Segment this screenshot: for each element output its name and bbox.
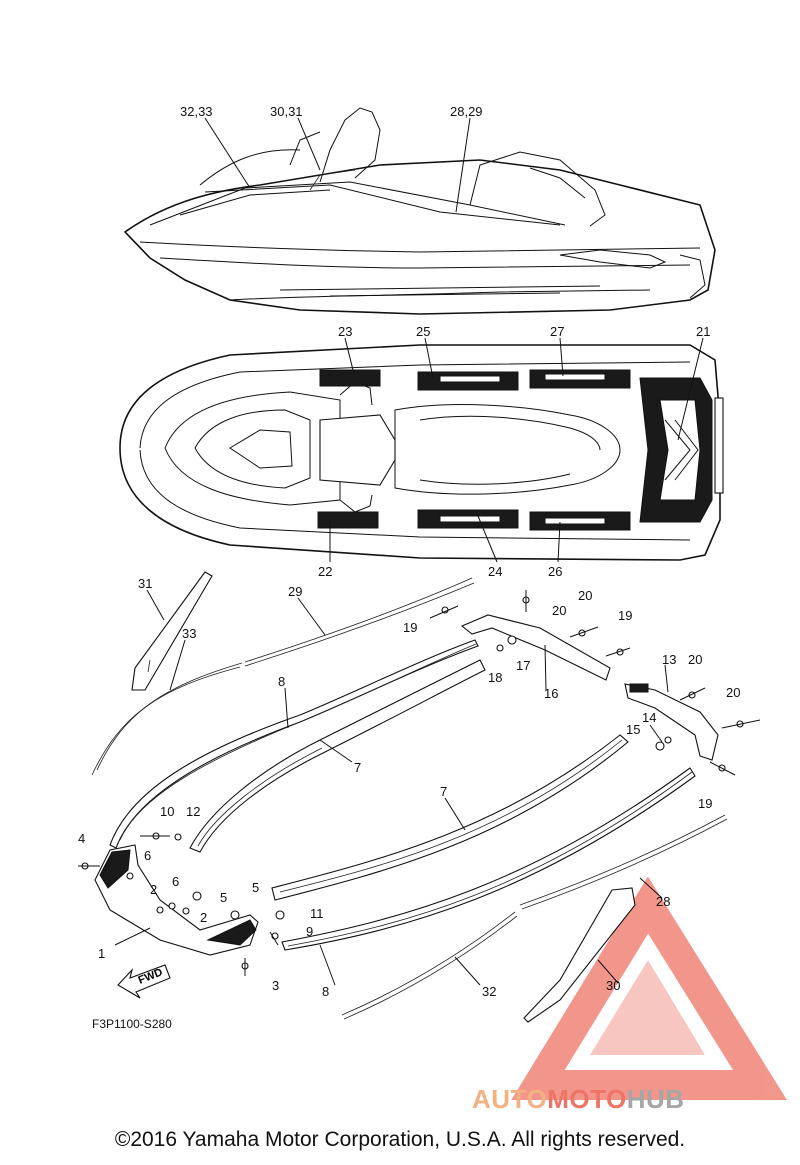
callout-6-b: 6 [172,874,179,889]
callout-20-b: 20 [578,588,592,603]
watermark-text: AUTOMOTOHUB [472,1084,685,1115]
callout-25: 25 [416,324,430,339]
callout-15: 15 [626,722,640,737]
callout-14: 14 [642,710,656,725]
callout-20-a: 20 [552,603,566,618]
callout-27: 27 [550,324,564,339]
callout-7-b: 7 [440,784,447,799]
callout-12: 12 [186,804,200,819]
watermark-auto: AUTO [472,1084,548,1114]
callout-31: 31 [138,576,152,591]
callout-5-a: 5 [220,890,227,905]
watermark-logo [511,876,787,1100]
callout-22: 22 [318,564,332,579]
callout-32-33: 32,33 [180,104,213,119]
callout-13: 13 [662,652,676,667]
callout-2-b: 2 [200,910,207,925]
callout-8-b: 8 [322,984,329,999]
callout-5-b: 5 [252,880,259,895]
callout-10: 10 [160,804,174,819]
drawing-code: F3P1100-S280 [92,1017,172,1031]
side-view-watercraft [123,107,716,315]
callout-20-d: 20 [688,652,702,667]
watermark-hub: HUB [626,1084,685,1114]
callout-23: 23 [338,324,352,339]
callout-28: 28 [656,894,670,909]
callout-17: 17 [516,658,530,673]
callout-33: 33 [182,626,196,641]
callout-2-a: 2 [150,882,157,897]
callout-19-a: 19 [403,620,417,635]
callout-16: 16 [544,686,558,701]
callout-26: 26 [548,564,562,579]
callout-3: 3 [272,978,279,993]
top-view-watercraft [119,344,724,561]
exploded-parts [78,571,761,1023]
callout-19-b: 19 [618,608,632,623]
leader-lines [114,117,704,986]
callout-6-a: 6 [144,848,151,863]
callout-29: 29 [288,584,302,599]
callout-8-a: 8 [278,674,285,689]
fasteners [78,590,761,976]
callout-11: 11 [310,906,324,921]
callout-24: 24 [488,564,502,579]
callout-1: 1 [98,946,105,961]
callout-30: 30 [606,978,620,993]
callout-4: 4 [78,831,85,846]
callout-20-e: 20 [726,685,740,700]
callout-7-a: 7 [354,760,361,775]
callout-9: 9 [306,924,313,939]
watermark-moto: MOTO [547,1084,627,1114]
callout-30-31: 30,31 [270,104,303,119]
callout-18: 18 [488,670,502,685]
callout-28-29: 28,29 [450,104,483,119]
callout-labels: 32,33 30,31 28,29 23 25 27 21 22 24 26 3… [78,104,740,999]
callout-19-c: 19 [698,796,712,811]
callout-32: 32 [482,984,496,999]
copyright-notice: ©2016 Yamaha Motor Corporation, U.S.A. A… [114,1128,686,1151]
callout-21: 21 [696,324,710,339]
